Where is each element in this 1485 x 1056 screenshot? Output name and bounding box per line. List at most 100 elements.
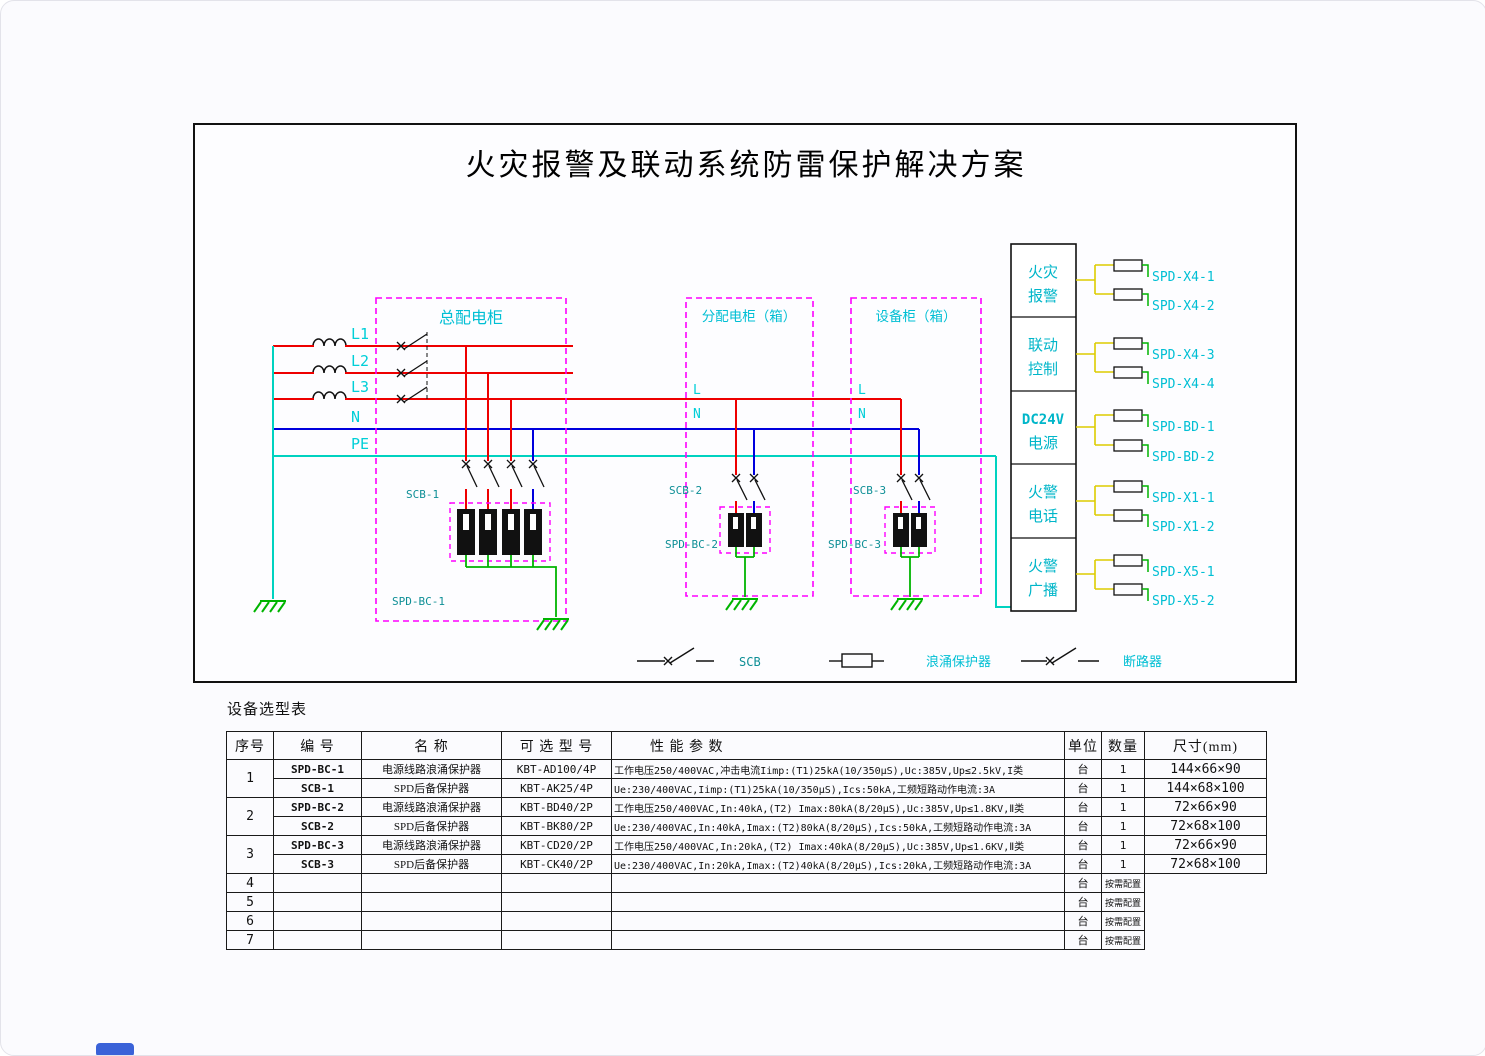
cell-note: 按需配置 <box>1101 911 1145 931</box>
row-no: 1 <box>226 759 274 798</box>
col-header-code: 编 号 <box>273 731 362 760</box>
cell-qty: 1 <box>1101 797 1145 817</box>
empty-cell <box>1145 874 1267 893</box>
spd-output-group: SPD-X4-1 SPD-X4-2 SPD-X4-3 SPD-X4-4 SPD-… <box>1076 259 1215 609</box>
cell-unit: 台 <box>1064 911 1102 931</box>
empty-cell <box>273 911 362 931</box>
output-label: SPD-X4-2 <box>1152 299 1215 314</box>
cell-code: SPD-BC-3 <box>273 835 362 855</box>
output-label: SPD-X1-1 <box>1152 491 1215 506</box>
cell-unit: 台 <box>1064 930 1102 950</box>
row-no: 2 <box>226 797 274 836</box>
spd-bc3-modules <box>884 506 936 554</box>
panel-section-phone: 电话 <box>1028 508 1058 525</box>
cell-params: 工作电压250/400VAC,In:20kA,(T2) Imax:40kA(8/… <box>611 835 1065 855</box>
signal-wires <box>1076 264 1114 590</box>
row-no: 7 <box>226 930 274 950</box>
col-header-qty: 数量 <box>1101 731 1145 760</box>
phase-label-l2: L2 <box>351 352 369 370</box>
main-cabinet-group: 总配电柜 SCB-1 <box>375 297 570 631</box>
scb1-label: SCB-1 <box>406 488 439 501</box>
cell-size: 144×68×100 <box>1144 778 1267 798</box>
cell-size: 72×68×100 <box>1144 854 1267 874</box>
empty-cell <box>361 873 502 893</box>
cell-unit: 台 <box>1064 835 1102 855</box>
cell-params: 工作电压250/400VAC,冲击电流Iimp:(T1)25kA(10/350μ… <box>611 759 1065 779</box>
cell-note: 按需配置 <box>1101 930 1145 950</box>
control-panel-box <box>1010 243 1077 612</box>
table-caption: 设备选型表 <box>227 702 308 718</box>
equip-cabinet-label: 设备柜（箱） <box>876 308 957 324</box>
cell-name: SPD后备保护器 <box>361 816 502 836</box>
cell-name: 电源线路浪涌保护器 <box>361 759 502 779</box>
power-feed-lines: L1 L2 L3 N PE <box>253 325 1011 613</box>
cell-code: SPD-BC-1 <box>273 759 362 779</box>
main-cabinet-box <box>375 297 567 622</box>
output-label: SPD-X1-2 <box>1152 520 1215 535</box>
phase-label-l3: L3 <box>351 378 369 396</box>
spd-drop-lines <box>465 346 512 509</box>
scb3-label: SCB-3 <box>853 484 886 497</box>
cell-name: 电源线路浪涌保护器 <box>361 835 502 855</box>
cell-unit: 台 <box>1064 759 1102 779</box>
feed-l-label: L <box>858 383 866 398</box>
main-breaker-icon <box>396 332 428 404</box>
cell-model: KBT-CD20/2P <box>501 835 612 855</box>
row-no: 5 <box>226 892 274 912</box>
cell-params: Ue:230/400VAC,In:40kA,Imax:(T2)80kA(8/20… <box>611 816 1065 836</box>
feed-l-label: L <box>693 383 701 398</box>
panel-section-dc24v: 电源 <box>1028 435 1058 452</box>
cell-name: SPD后备保护器 <box>361 854 502 874</box>
cell-unit: 台 <box>1064 797 1102 817</box>
col-header-name: 名 称 <box>361 731 502 760</box>
legend-breaker-label: 断路器 <box>1123 654 1162 669</box>
table-header-row: 序号 编 号 名 称 可 选 型 号 性 能 参 数 单位 数量 尺寸(mm) <box>226 731 1267 760</box>
cell-unit: 台 <box>1064 778 1102 798</box>
scb2-switch-icon <box>731 473 766 501</box>
spd-bc1-modules <box>449 502 551 562</box>
cell-qty: 1 <box>1101 816 1145 836</box>
empty-cell <box>273 873 362 893</box>
diagram-title: 火灾报警及联动系统防雷保护解决方案 <box>466 149 1027 182</box>
col-header-no: 序号 <box>226 731 274 760</box>
table-row: 7 台 按需配置 <box>226 930 1267 950</box>
feed-n-label: N <box>693 407 701 422</box>
pe-conductor <box>272 346 1011 608</box>
dist-cabinet-box <box>685 297 814 597</box>
corner-blue-mark <box>96 1043 134 1055</box>
cell-size: 72×66×90 <box>1144 835 1267 855</box>
panel-section-fire-alarm: 火灾 <box>1028 264 1058 281</box>
empty-cell <box>611 873 1065 893</box>
cell-model: KBT-BD40/2P <box>501 797 612 817</box>
legend-spd-label: 浪涌保护器 <box>926 654 991 669</box>
cell-model: KBT-CK40/2P <box>501 854 612 874</box>
empty-cell <box>611 892 1065 912</box>
equipment-table: 序号 编 号 名 称 可 选 型 号 性 能 参 数 单位 数量 尺寸(mm) … <box>226 731 1267 950</box>
dist-cabinet-group: 分配电柜（箱） L N SCB-2 SPD-BC-2 <box>665 297 814 611</box>
schematic-diagram: 火灾报警及联动系统防雷保护解决方案 L1 L2 L3 N PE 总配电柜 <box>193 123 1297 683</box>
cell-qty: 1 <box>1101 854 1145 874</box>
table-row: 4 台 按需配置 <box>226 873 1267 893</box>
cell-code: SPD-BC-2 <box>273 797 362 817</box>
empty-cell <box>611 911 1065 931</box>
scb3-switch-icon <box>896 473 931 501</box>
spd-bc2-modules <box>719 506 771 554</box>
empty-cell <box>501 873 612 893</box>
cell-note: 按需配置 <box>1101 873 1145 893</box>
empty-cell <box>361 892 502 912</box>
spd-bc3-label: SPD-BC-3 <box>828 538 881 551</box>
phase-conductors <box>273 345 901 400</box>
scb-legend-icon <box>637 647 714 666</box>
table-row: 1 SPD-BC-1 电源线路浪涌保护器 KBT-AD100/4P 工作电压25… <box>226 759 1267 798</box>
cell-unit: 台 <box>1064 816 1102 836</box>
cell-qty: 1 <box>1101 759 1145 779</box>
phase-label-n: N <box>351 408 360 426</box>
cell-model: KBT-BK80/2P <box>501 816 612 836</box>
empty-cell <box>501 911 612 931</box>
scb1-switch-icon <box>461 459 545 488</box>
cell-unit: 台 <box>1064 873 1102 893</box>
col-header-model: 可 选 型 号 <box>501 731 612 760</box>
col-header-params: 性 能 参 数 <box>611 731 1065 760</box>
earth-bus-2 <box>735 547 755 597</box>
spd-bc2-label: SPD-BC-2 <box>665 538 718 551</box>
